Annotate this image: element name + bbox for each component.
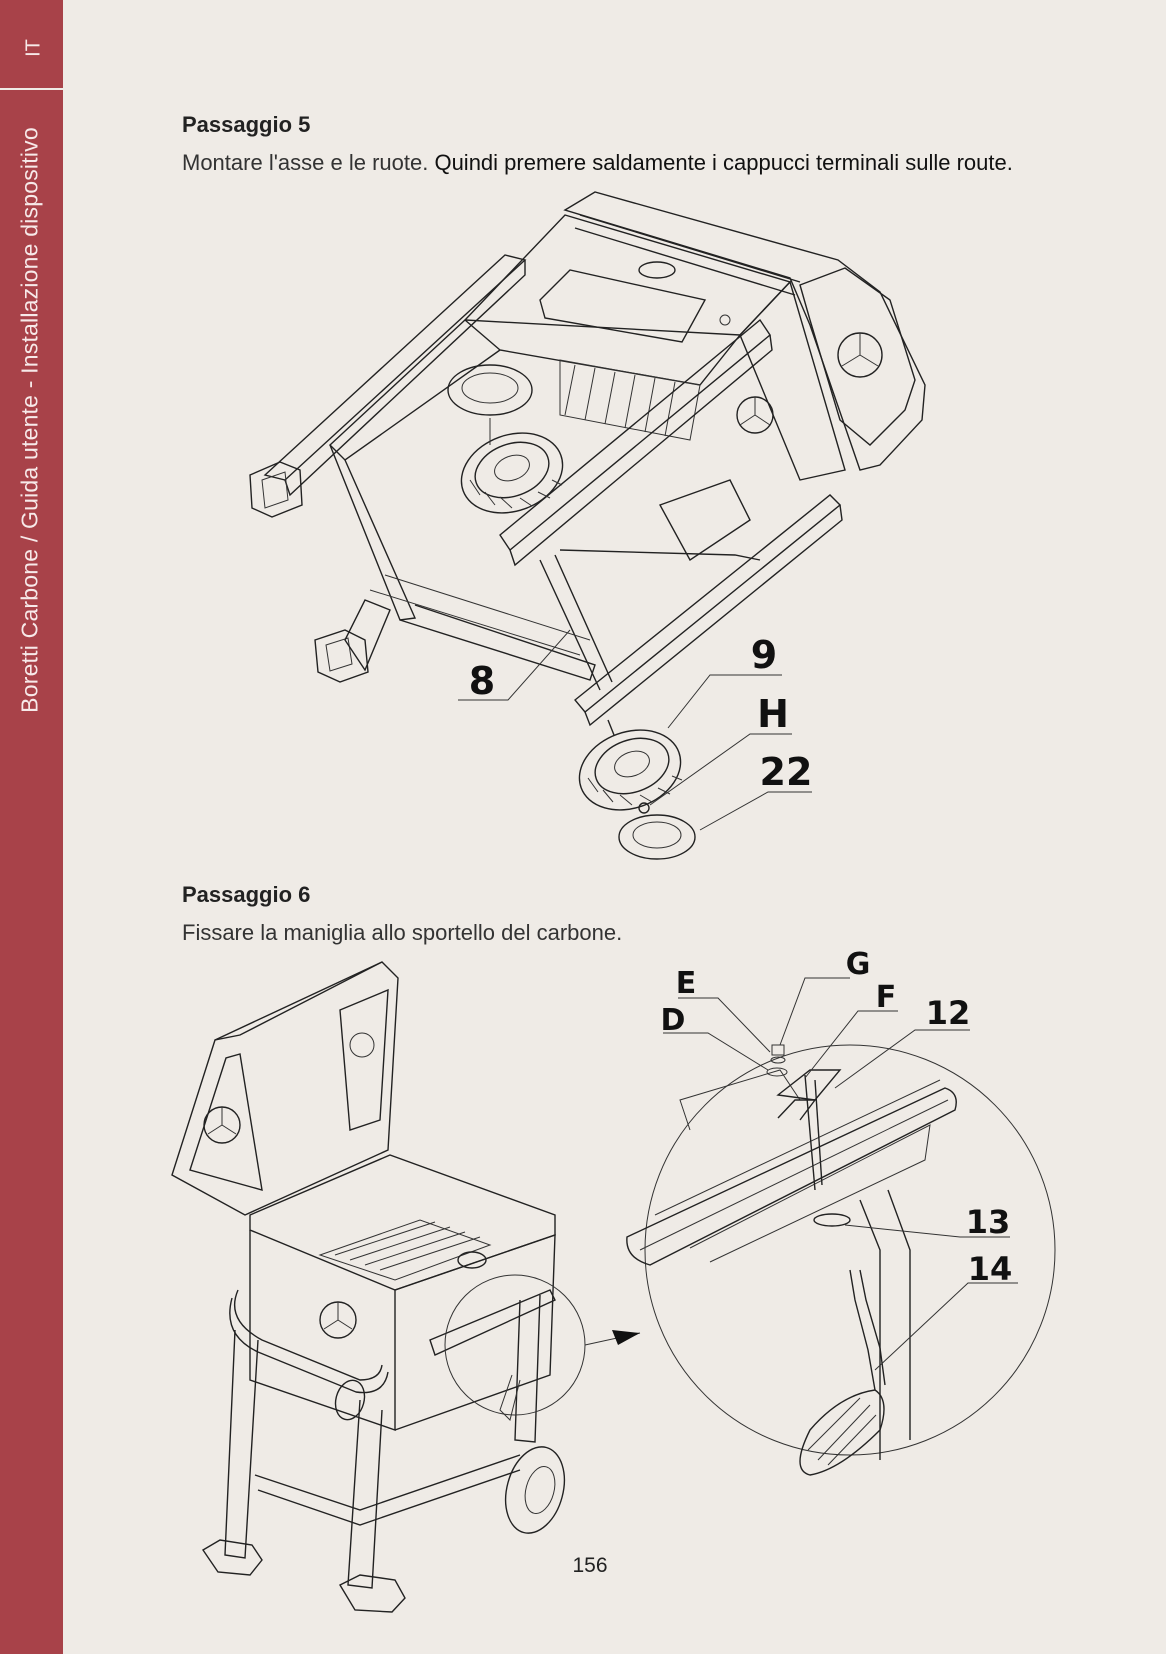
part-label-14: 14 [968,1250,1013,1288]
part-label-D: D [661,1003,686,1038]
part-label-G: G [846,947,871,982]
step-5-text: Montare l'asse e le ruote. Quindi premer… [182,150,1013,176]
step-6-title: Passaggio 6 [182,882,311,907]
step-5-text-strong: Quindi premere saldamente i cappucci ter… [434,150,1013,175]
part-label-8: 8 [469,659,495,703]
part-label-12: 12 [926,994,971,1032]
part-label-13: 13 [966,1203,1011,1241]
part-label-22: 22 [760,750,813,794]
step-5-illustration: 8 9 H 22 [249,191,926,860]
language-tab: IT [0,0,63,90]
part-label-9: 9 [751,633,777,677]
step-6-text: Fissare la maniglia allo sportello del c… [182,920,623,945]
part-label-H: H [757,692,789,736]
step-5-title: Passaggio 5 [182,112,311,137]
step-5-text-light: Montare l'asse e le ruote. [182,150,435,175]
page-number: 156 [572,1554,608,1577]
step-6-illustration: E D G F 12 13 14 [171,947,1056,1613]
part-label-E: E [676,966,697,1001]
part-label-F: F [876,980,897,1015]
sidebar: IT Boretti Carbone / Guida utente - Inst… [0,0,63,1654]
